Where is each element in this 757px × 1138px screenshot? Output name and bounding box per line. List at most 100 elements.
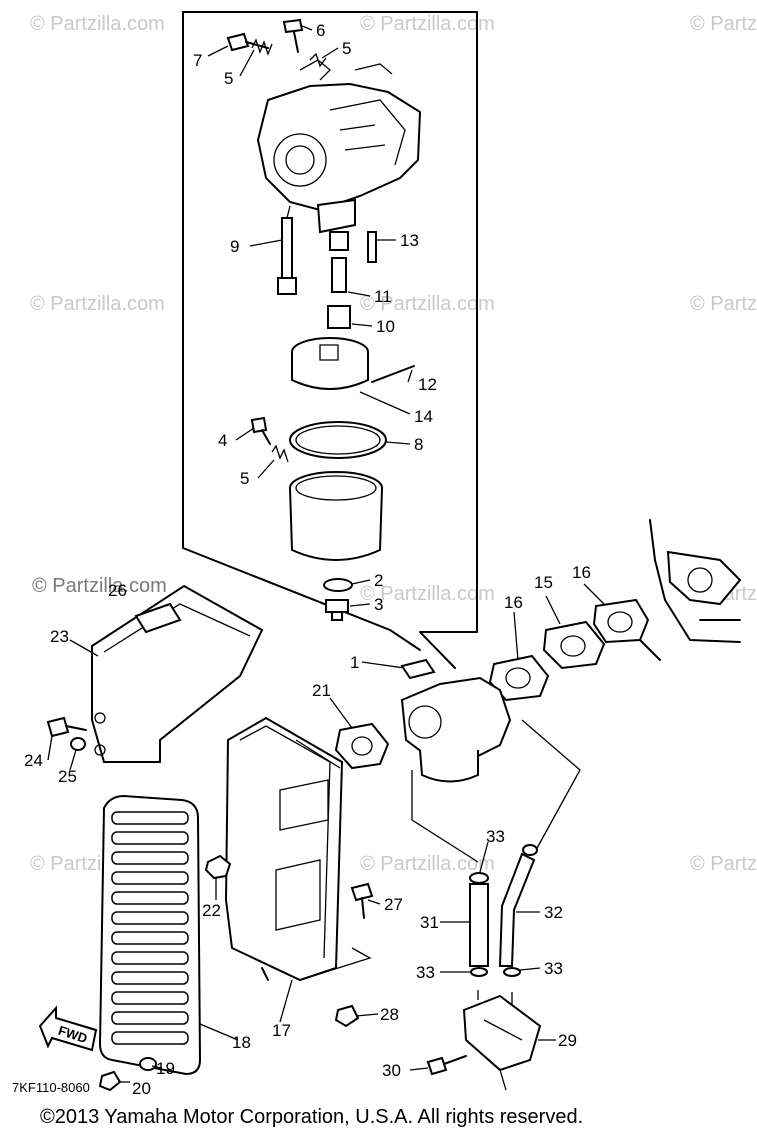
bolt-24 <box>46 716 87 738</box>
carburetor-body-exploded <box>256 59 422 251</box>
louver-slot <box>111 831 189 845</box>
callout-33: 33 <box>416 963 435 982</box>
callout-20: 20 <box>132 1079 151 1098</box>
bolt-27 <box>350 882 374 919</box>
callout-labels: 7 5 6 5 9 13 11 10 12 14 8 4 5 2 3 1 21 … <box>24 21 591 1098</box>
callout-1: 1 <box>350 653 359 672</box>
louver-slot <box>111 871 189 885</box>
callout-28: 28 <box>380 1005 399 1024</box>
louver-slot <box>111 851 189 865</box>
watermark-text: © Partzilla.com <box>30 13 165 35</box>
main-nozzle-11 <box>331 257 347 293</box>
watermark-text: © Partzilla.com <box>690 853 757 875</box>
float-pin-13 <box>367 231 377 263</box>
callout-30: 30 <box>382 1061 401 1080</box>
screw-30 <box>426 1055 467 1076</box>
callout-18: 18 <box>232 1033 251 1052</box>
spring-5-right <box>309 52 327 68</box>
callout-19: 19 <box>156 1059 175 1078</box>
air-cleaner-case-17 <box>224 716 372 982</box>
louver-slot <box>111 971 189 985</box>
louver-slot <box>111 1011 189 1025</box>
exploded-view-frame <box>182 11 478 669</box>
float-bowl <box>289 471 383 561</box>
washer-25 <box>70 737 86 751</box>
nut-28 <box>334 1004 360 1028</box>
callout-11: 11 <box>374 287 392 306</box>
louver-slot <box>111 911 189 925</box>
air-filter-element-18 <box>98 794 202 1076</box>
louver-slot <box>111 991 189 1005</box>
gasket-16-left <box>488 654 550 702</box>
callout-8: 8 <box>414 435 423 454</box>
bowl-bolt-3 <box>325 599 349 621</box>
drawing-code: 7KF110-8060 <box>12 1080 90 1095</box>
louver-slot <box>111 931 189 945</box>
callout-16: 16 <box>572 563 591 582</box>
callout-9: 9 <box>230 237 239 256</box>
spring-5-left <box>251 38 273 56</box>
fwd-arrow-icon: FWD <box>38 1005 98 1052</box>
engine-intake-flange <box>639 519 742 661</box>
callout-2: 2 <box>374 571 383 590</box>
copyright-notice: ©2013 Yamaha Motor Corporation, U.S.A. A… <box>40 1106 584 1128</box>
watermark-text: © Partzilla.com <box>30 293 165 315</box>
callout-31: 31 <box>420 913 439 932</box>
clip-33-bottom-left <box>470 967 488 977</box>
callout-15: 15 <box>534 573 553 592</box>
fuel-hose-31 <box>469 883 489 967</box>
clip-33-bottom-right <box>503 967 521 977</box>
gasket-16-right <box>592 598 650 644</box>
nut-22 <box>204 854 232 880</box>
callout-26: 26 <box>108 581 127 600</box>
callout-12: 12 <box>418 375 437 394</box>
callout-33: 33 <box>486 827 505 846</box>
washer-19 <box>139 1057 157 1071</box>
callout-5: 5 <box>342 39 351 58</box>
fuel-hose-32 <box>498 852 536 967</box>
callout-22: 22 <box>202 901 221 920</box>
louver-slot <box>111 891 189 905</box>
watermark-text: © Partzilla.com <box>360 853 495 875</box>
callout-13: 13 <box>400 231 419 250</box>
callout-23: 23 <box>50 627 69 646</box>
hose-guide-line <box>411 719 581 863</box>
callout-6: 6 <box>316 21 325 40</box>
callout-5: 5 <box>240 469 249 488</box>
watermark-text: © Partzilla.com <box>360 293 495 315</box>
callout-27: 27 <box>384 895 403 914</box>
clip-33-top-right <box>522 844 538 856</box>
insulator-15 <box>542 620 606 670</box>
callout-17: 17 <box>272 1021 291 1040</box>
main-jet-10 <box>327 305 351 329</box>
watermark-text: © Partzilla.com <box>360 13 495 35</box>
callout-16: 16 <box>504 593 523 612</box>
float-bowl-gasket-8 <box>289 421 387 459</box>
louver-slot <box>111 951 189 965</box>
screw-4 <box>250 416 271 445</box>
callout-4: 4 <box>218 431 227 450</box>
callout-25: 25 <box>58 767 77 786</box>
callout-24: 24 <box>24 751 43 770</box>
louver-slot <box>111 811 189 825</box>
callout-3: 3 <box>374 595 383 614</box>
callout-32: 32 <box>544 903 563 922</box>
watermark-text: © Partzilla.com <box>32 575 167 597</box>
callout-29: 29 <box>558 1031 577 1050</box>
screw-6 <box>282 18 304 53</box>
callout-21: 21 <box>312 681 331 700</box>
clip-33-top-left <box>469 872 489 884</box>
leader-lines <box>47 25 605 1083</box>
washer-2 <box>323 578 353 592</box>
gasket-21 <box>334 722 390 770</box>
watermark-text: © Partzilla.com <box>690 293 757 315</box>
fuel-pump-29 <box>462 990 542 1091</box>
callout-10: 10 <box>376 317 395 336</box>
watermarks: © Partzilla.com © Partzilla.com © Partzi… <box>30 13 757 875</box>
air-cleaner-cover-23 <box>91 584 264 763</box>
louver-slot <box>111 1031 189 1045</box>
callout-33: 33 <box>544 959 563 978</box>
callout-7: 7 <box>193 51 202 70</box>
callout-14: 14 <box>414 407 433 426</box>
